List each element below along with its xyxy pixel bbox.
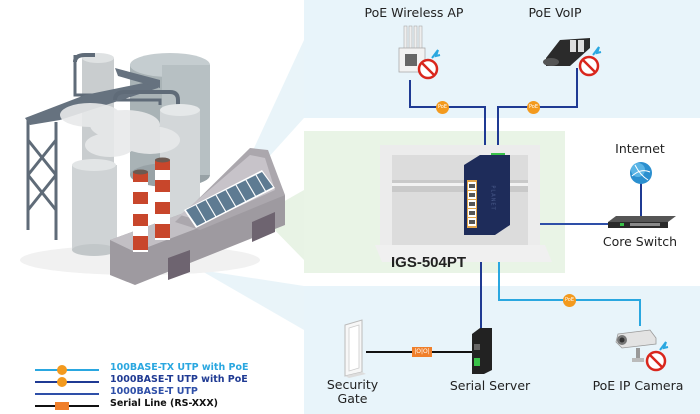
core-switch-icon [608,216,676,228]
din-rail-cabinet [375,145,552,262]
legend-label: 1000BASE-T UTP with PoE [110,374,248,385]
security-gate-icon [344,319,366,378]
pipe [113,90,180,115]
switch-brand-text: PLANET [489,185,496,211]
chimney-left [133,169,148,252]
label-security-gate: Security Gate [325,378,380,406]
chimney-right [155,157,170,240]
no-power-adapter-icon [645,341,669,372]
label-serial-server: Serial Server [449,378,531,393]
label-voip: PoE VoIP [528,5,582,20]
beam-bottom [200,270,304,330]
label-security-gate-line2: Gate [337,391,368,406]
label-ip-camera: PoE IP Camera [592,378,684,393]
serial-server-icon [472,328,492,374]
legend-line-serial [35,402,99,410]
legend-item: 100BASE-TX UTP with PoE [35,362,285,376]
legend-item: 1000BASE-T UTP with PoE [35,374,285,388]
solar-panel-array [184,170,275,228]
legend-line-1000base-t [35,393,99,395]
no-power-adapter-icon [578,46,602,77]
legend-label: 1000BASE-T UTP [110,386,198,397]
label-wireless-ap: PoE Wireless AP [364,5,464,20]
field-devices-zone-panel [304,286,700,414]
label-security-gate-line1: Security [326,377,379,392]
model-name-label: IGS-504PT [391,254,467,271]
poe-badge: PoE [563,294,576,307]
steam-clouds [60,103,180,157]
legend-item: Serial Line (RS-XXX) [35,398,285,412]
storage-tank-left [72,159,117,256]
legend-line-100base-tx-poe [35,365,99,375]
legend: 100BASE-TX UTP with PoE 1000BASE-T UTP w… [0,360,300,414]
legend-line-1000base-t-poe [35,377,99,387]
ip-camera-icon [615,329,657,362]
poe-badge: PoE [436,101,449,114]
voip-phone-icon [543,38,590,66]
internet-globe-icon [630,162,652,184]
igs-switch-device [464,153,510,235]
wireless-voip-zone-panel [304,0,700,118]
legend-label: Serial Line (RS-XXX) [110,398,219,409]
legend-label: 100BASE-TX UTP with PoE [110,362,249,373]
no-power-adapter-icon [417,49,441,80]
pipe [73,53,95,63]
label-core-switch: Core Switch [602,234,678,249]
serial-badge: |O|O| [412,347,432,357]
poe-badge: PoE [527,101,540,114]
legend-item: 1000BASE-T UTP [35,386,285,400]
label-internet: Internet [615,141,665,156]
